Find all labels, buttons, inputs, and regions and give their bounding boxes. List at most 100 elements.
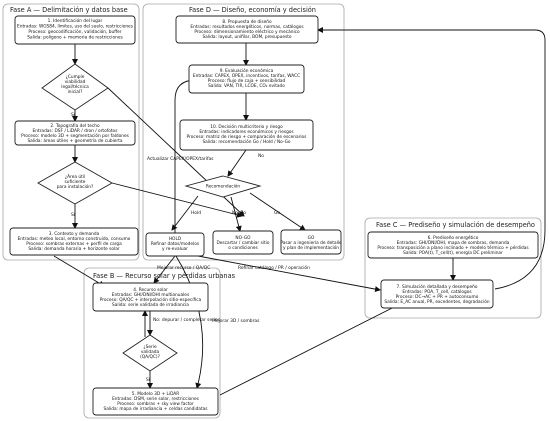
decision-viabilidad-line3: legal/técnica: [61, 83, 89, 90]
decision-area-util: ¿Área útil suficiente para instalación?: [37, 161, 113, 205]
node-10-inputs: Entradas: indicadores económicos y riesg…: [199, 128, 294, 135]
node-7-process: Proceso: DC→AC + PR + autoconsumo: [396, 294, 479, 300]
node-5-output: Salida: mapa de irradiancia + celdas can…: [103, 406, 208, 412]
node-7-output: Salida: E_AC anual, PR, excedentes, degr…: [384, 298, 489, 305]
lane-phase-b: Fase B — Recurso solar y pérdidas urbana…: [83, 267, 236, 419]
node-9-process: Proceso: flujo de caja + sensibilidad: [208, 78, 286, 84]
node-2-title: 2. Topografía del techo: [50, 122, 100, 129]
node-6-title: 6. Prediseño energético: [428, 234, 479, 241]
node-6-prediseno: 6. Prediseño energético Entradas: GHI/DN…: [367, 231, 539, 259]
node-9-inputs: Entradas: CAPEX, OPEX, incentivos, tarif…: [193, 73, 300, 79]
node-hold-line2: Refinar datos/modelos: [151, 241, 200, 247]
decision-viabilidad-line2: viabilidad: [65, 79, 86, 85]
node-3-contexto: 3. Contexto y demanda Entradas: meteo lo…: [9, 227, 139, 256]
node-6-process: Proceso: transposición a plano inclinado…: [377, 244, 529, 251]
edge-rec-hold-label: Hold: [191, 210, 201, 216]
node-nogo-line2: Descartar / cambiar sitio: [216, 240, 269, 246]
decision-recomendacion: Recomendación: [184, 175, 262, 198]
decision-area-line2: suficiente: [65, 179, 86, 185]
lane-phase-d-title: Fase D — Diseño, economía y decisión: [189, 6, 316, 14]
edge-n5-n6: [219, 299, 409, 396]
node-nogo: NO-GO Descartar / cambiar sitio o condic…: [212, 230, 274, 255]
node-8-process: Proceso: dimensionamiento eléctrico y me…: [194, 28, 300, 35]
node-4-process: Proceso: QA/QC + interpolación sitio-esp…: [100, 296, 202, 303]
edge-refinar-label: Refinar catálogo / PR / operación: [238, 264, 310, 271]
edge-rec-go: [249, 192, 306, 231]
edge-hold-n4: [153, 255, 176, 284]
edges: Sí Sí Hold No-Go Go Actualizar CAPEX/OPE…: [53, 27, 546, 396]
node-4-output: Salida: serie validada de irradiancia: [112, 302, 189, 308]
edge-mejorar-3d-label: Mejorar 3D / sombras: [212, 318, 260, 324]
edge-rec-nogo-label: No-Go: [232, 210, 246, 216]
edge-n10-rec: [227, 149, 247, 177]
edge-rec-hold: [171, 195, 199, 231]
edge-actualizar-no-label: No: [258, 153, 264, 159]
node-6-output: Salida: POA(t), T_cell(t), energía DC pr…: [403, 249, 503, 256]
node-hold-line3: y re-evaluar: [162, 246, 188, 252]
lane-phase-a-title: Fase A — Delimitación y datos base: [10, 6, 128, 14]
node-8-inputs: Entradas: resultados energéticos, normas…: [190, 23, 304, 30]
node-4-recurso: 4. Recurso solar Entradas: GHI/DNI/DHI m…: [92, 282, 209, 312]
edge-d4-si-label: Sí: [146, 376, 151, 383]
edge-actualizar-label: Actualizar CAPEX/OPEX/tarifas: [147, 156, 214, 162]
decision-recomendacion-label: Recomendación: [206, 183, 241, 190]
decision-viabilidad: ¿Cumple viabilidad legal/técnica inicial…: [41, 63, 109, 111]
node-2-output: Salida: áreas útiles + geometría de cubi…: [27, 137, 122, 144]
edge-hold-n7: [197, 255, 381, 293]
node-go: GO Pasar a ingeniería de detalle y plan …: [280, 229, 342, 255]
node-go-line3: y plan de implementación: [283, 244, 339, 251]
lane-phase-b-title: Fase B — Recurso solar y pérdidas urbana…: [93, 272, 236, 280]
node-8-propuesta: 8. Propuesta de diseño Entradas: resulta…: [175, 15, 319, 44]
node-9-output: Salida: VAN, TIR, LCOE, CO₂ evitado: [208, 83, 285, 89]
lane-phase-c: Fase C — Prediseño y simulación de desem…: [364, 217, 542, 319]
decision-viabilidad-line1: ¿Cumple: [66, 74, 85, 80]
node-1-process: Proceso: geocodificación, validación, bu…: [28, 28, 121, 35]
node-9-title: 9. Evaluación económica: [220, 67, 274, 74]
node-4-title: 4. Recurso solar: [133, 287, 168, 293]
node-3-output: Salida: demanda horaria + horizonte sola…: [28, 246, 120, 252]
lane-phase-d: Fase D — Diseño, economía y decisión: [142, 3, 345, 261]
node-10-output: Salida: recomendación Go / Hold / No-Go: [202, 138, 290, 145]
node-8-output: Salida: layout, unifilar, BOM, presupues…: [202, 34, 291, 40]
node-nogo-line3: o condiciones: [228, 245, 258, 251]
node-3-process: Proceso: sombras externas + perfil de ca…: [26, 241, 122, 247]
node-5-modelo-3d: 5. Modelo 3D + LiDAR Entradas: DSM, seri…: [92, 387, 219, 416]
node-7-title: 7. Simulación detallada y desempeño: [397, 283, 478, 290]
node-7-simulacion: 7. Simulación detallada y desempeño Entr…: [380, 279, 494, 309]
node-hold: HOLD Refinar datos/modelos y re-evaluar: [145, 232, 205, 257]
node-1-inputs: Entradas: WGS84, límites, uso del suelo,…: [17, 23, 134, 30]
edge-mejorar-recurso-label: Mejorar recurso / QA/QC: [157, 265, 210, 271]
node-3-inputs: Entradas: meteo local, entorno construid…: [18, 236, 131, 242]
node-3-title: 3. Contexto y demanda: [49, 231, 100, 237]
decision-viabilidad-line4: inicial?: [68, 89, 83, 95]
node-2-process: Proceso: modelo 3D + segmentación por fa…: [21, 132, 130, 139]
node-go-line2: Pasar a ingeniería de detalle: [280, 239, 342, 246]
node-9-evaluacion: 9. Evaluación económica Entradas: CAPEX,…: [188, 64, 305, 94]
edge-n3-n4: [53, 255, 105, 287]
node-5-inputs: Entradas: DSM, serie solar, restriccione…: [112, 396, 200, 402]
node-4-inputs: Entradas: GHI/DNI/DHI multianuales: [112, 292, 190, 298]
node-1-title: 1. Identificación del lugar: [48, 17, 103, 24]
node-5-process: Proceso: sombras + sky view factor: [117, 401, 194, 407]
node-8-title: 8. Propuesta de diseño: [222, 19, 272, 25]
node-2-inputs: Entradas: DSF / LiDAR / dron / ortofotos: [33, 128, 119, 134]
decision-serie-validada: ¿Serie validada (QA/QC)?: [122, 334, 178, 372]
node-hold-title: HOLD: [169, 236, 182, 242]
decision-serie-line3: (QA/QC)?: [140, 354, 160, 360]
node-nogo-title: NO-GO: [235, 235, 251, 241]
edge-n7-n8: [317, 27, 546, 290]
edge-d1-si-label: Sí: [71, 111, 76, 118]
decision-area-line3: para instalación?: [57, 183, 94, 190]
decision-serie-line2: validada: [141, 349, 160, 355]
edge-d2-nogo: [111, 182, 243, 218]
edge-d2-si-label: Sí: [71, 211, 76, 218]
decision-area-line1: ¿Área útil: [65, 173, 85, 180]
node-1-output: Salida: polígono + memoria de restriccio…: [27, 34, 123, 41]
decision-serie-line1: ¿Serie: [143, 344, 157, 350]
node-10-title: 10. Decisión multicriterio y riesgo: [210, 123, 283, 130]
node-7-inputs: Entradas: POA, T_cell, catálogos: [402, 288, 472, 295]
node-5-title: 5. Modelo 3D + LiDAR: [132, 391, 179, 397]
lane-phase-c-title: Fase C — Prediseño y simulación de desem…: [376, 221, 535, 229]
lane-phase-a: Fase A — Delimitación y datos base: [2, 3, 140, 261]
